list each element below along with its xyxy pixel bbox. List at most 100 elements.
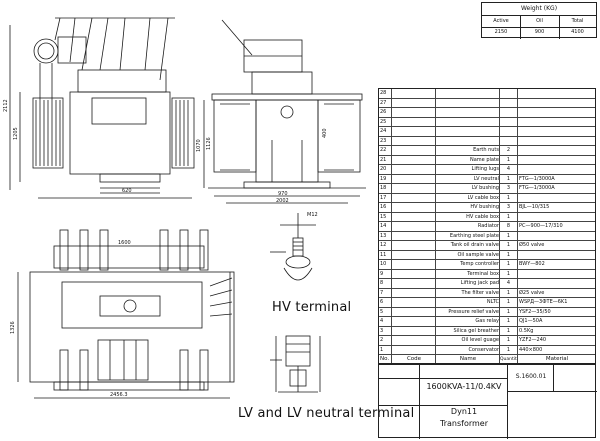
parts-row-no: 16 — [380, 204, 387, 210]
parts-row: 25 — [379, 118, 595, 127]
weight-table: Weight (KG) Active Oil Total 2150 900 41… — [481, 2, 597, 39]
parts-row-qty: 1 — [506, 270, 511, 277]
parts-row-material: 0.5Kg — [519, 327, 534, 334]
parts-row-name: Oil level guage — [461, 337, 499, 343]
parts-row-name: Earthing steel plate — [449, 232, 499, 239]
parts-row-no: 6 — [380, 299, 384, 305]
parts-row-qty: 1 — [506, 251, 511, 258]
dim-width-side: 970 — [278, 191, 288, 197]
parts-row-name: Silica gel breather — [453, 327, 500, 334]
type-label: Transformer — [439, 419, 488, 428]
parts-row: 19 LV neutral 1 FTG—1/3000A — [379, 175, 595, 184]
parts-row-name: Earth nuts — [473, 147, 499, 153]
lv-terminal-caption: LV and LV neutral terminal — [238, 406, 415, 421]
dim-hv-thread: M12 — [307, 212, 318, 218]
product-label: 1600KVA-11/0.4KV — [426, 382, 502, 391]
parts-row-no: 28 — [380, 90, 387, 96]
parts-row-material — [519, 270, 595, 279]
parts-row-material: Ø25 valve — [519, 289, 545, 296]
parts-row-name: HV bushing — [470, 204, 499, 210]
parts-row-name: Tank oil drain valve — [450, 242, 499, 248]
parts-row-name: Gas relay — [475, 318, 499, 324]
parts-row-material — [519, 213, 595, 222]
parts-row-qty: 1 — [506, 213, 511, 220]
parts-row-material — [519, 108, 595, 117]
parts-row-material: WSPД—3ФТЕ—6K1 — [519, 299, 568, 305]
parts-row-material: FTG—1/3000A — [519, 175, 555, 182]
parts-row-name: Temp controller — [460, 261, 499, 267]
parts-row-no: 1 — [380, 346, 384, 353]
parts-row-no: 27 — [380, 99, 387, 106]
parts-row-qty — [500, 118, 517, 127]
parts-row-name: Lifting jack pad — [460, 280, 499, 286]
parts-row: 28 — [379, 89, 595, 99]
parts-row-no: 7 — [380, 289, 384, 296]
parts-row-material — [519, 279, 595, 288]
parts-row-material — [519, 156, 595, 165]
parts-row-qty — [500, 137, 517, 146]
parts-row-no: 4 — [380, 318, 384, 324]
parts-row-name — [437, 99, 499, 108]
dim-lv: 400 — [322, 128, 328, 138]
parts-row-no: 15 — [380, 213, 387, 220]
parts-row: 26 — [379, 108, 595, 118]
lv-terminal-drawing — [270, 335, 321, 393]
parts-row-no: 24 — [380, 128, 387, 134]
parts-row-qty: 8 — [506, 223, 511, 229]
parts-row-qty: 1 — [506, 289, 511, 296]
title-block: 1600KVA-11/0.4KV S.1600.01 Dyn11 Transfo… — [378, 364, 597, 439]
parts-row-no: 17 — [380, 194, 387, 201]
parts-row-material — [519, 99, 595, 108]
parts-row-qty: 1 — [506, 346, 511, 353]
parts-row-no: 22 — [380, 147, 387, 153]
drawing-number: S.1600.01 — [515, 373, 547, 380]
parts-row-name: Radiator — [477, 223, 499, 229]
parts-row-name: HV cable box — [466, 213, 499, 220]
dim-width-front: 620 — [122, 188, 132, 194]
parts-row-no: 14 — [380, 223, 387, 229]
dim-depth: 1070 — [196, 139, 202, 152]
parts-row-qty: 4 — [506, 280, 511, 286]
parts-row: 15 HV cable box 1 — [379, 213, 595, 222]
parts-row-name: Name plate — [469, 156, 499, 163]
weight-table-title: Weight (KG) — [482, 3, 596, 16]
connection-label: Dyn11 — [450, 407, 478, 416]
side-elevation — [203, 19, 366, 204]
parts-header-row: No. Code Name Quantity Material — [379, 355, 595, 365]
parts-row-material: 440×800 — [519, 346, 543, 353]
front-elevation — [9, 17, 195, 199]
parts-row-name: The filter valve — [461, 289, 499, 296]
parts-row-no: 3 — [380, 327, 384, 334]
weight-header-active: Active — [493, 18, 509, 24]
parts-header-name: Name — [459, 356, 477, 362]
hv-terminal-caption: HV terminal — [272, 300, 352, 315]
parts-row-name — [437, 118, 499, 127]
parts-row-material — [519, 127, 595, 136]
parts-row-material — [519, 89, 595, 98]
parts-row-no: 19 — [380, 175, 387, 182]
parts-row-name: LV neutral — [473, 175, 499, 182]
parts-row-no: 11 — [380, 251, 387, 258]
parts-row-qty: 3 — [506, 204, 511, 210]
parts-row: 7 The filter valve 1 Ø25 valve — [379, 289, 595, 298]
parts-header-qty: Quantity — [500, 357, 517, 362]
parts-row-qty: 1 — [506, 175, 511, 182]
parts-row-name — [437, 137, 499, 146]
parts-row: 24 — [379, 127, 595, 137]
parts-row-no: 10 — [380, 261, 387, 267]
parts-row-no: 21 — [380, 156, 387, 163]
parts-row-material: BWY—802 — [519, 261, 545, 267]
parts-row-material — [519, 137, 595, 146]
parts-header-material: Material — [545, 356, 569, 362]
